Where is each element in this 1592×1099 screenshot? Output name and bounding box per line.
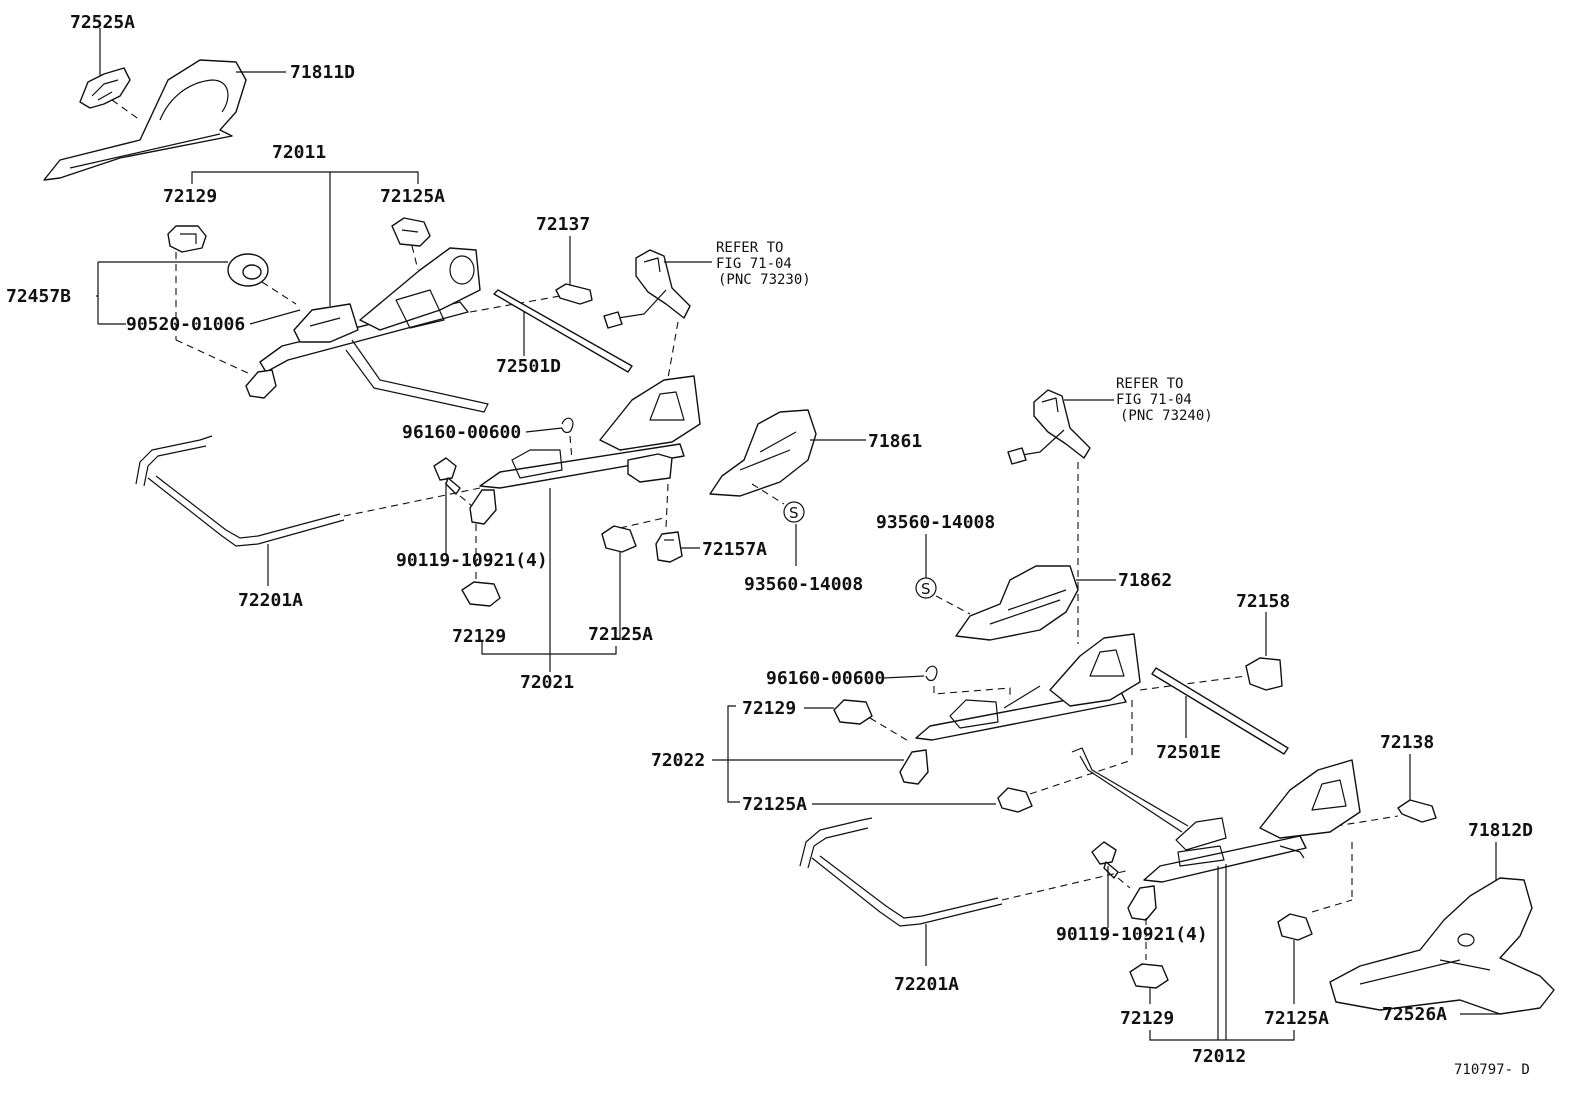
label-72125A-right: 72125A [742,794,807,815]
part-seatbelt-buckle-left [603,249,691,329]
part-72501E-rod [1151,667,1289,755]
label-72011: 72011 [272,142,326,163]
label-72526A: 72526A [1382,1004,1447,1025]
part-seatbelt-buckle-right [1007,389,1091,465]
part-72201A-bar-right [799,817,1003,927]
part-72525A-clip [79,67,131,109]
refer-left-line3: (PNC 73230) [718,272,811,288]
svg-text:S: S [921,580,931,598]
refer-left-line2: FIG 71-04 [716,256,792,272]
symbol-s-left-top: S [783,501,805,523]
part-72125A-right-clip [997,787,1033,813]
label-72158: 72158 [1236,591,1290,612]
label-72022: 72022 [651,750,705,771]
label-71862: 71862 [1118,570,1172,591]
label-72125A-mid: 72125A [588,624,653,645]
refer-right-line2: FIG 71-04 [1116,392,1192,408]
part-72457B-knob [227,253,269,287]
part-96160-clip-left [561,417,574,434]
label-71812D: 71812D [1468,820,1533,841]
part-72012-seat-track [1127,759,1361,921]
part-72125A-mid-clip [601,525,637,553]
label-72125A-bottom: 72125A [1264,1008,1329,1029]
part-72157A-cap [655,531,683,563]
diagram-id: 710797- D [1454,1062,1530,1078]
symbol-s-right: S [915,577,937,599]
part-71861-cover [709,409,817,497]
part-72137-clip [555,283,593,305]
label-72201A-left: 72201A [238,590,303,611]
label-72129-mid: 72129 [452,626,506,647]
label-93560-left: 93560-14008 [744,574,863,595]
part-72021-seat-track [469,375,701,525]
part-72022-seat-track [899,633,1141,785]
part-72129-mid-clip [461,581,501,607]
label-71811D: 71811D [290,62,355,83]
part-72501D-rod [493,289,633,373]
label-71861: 71861 [868,431,922,452]
part-72201A-bar-left [135,435,345,547]
part-72129-bottom-clip [1129,963,1169,989]
part-72129-top-clip [167,225,207,253]
label-72129-top: 72129 [163,186,217,207]
refer-right-line3: (PNC 73240) [1120,408,1213,424]
part-72011-seat-track [245,247,489,413]
label-72201A-right: 72201A [894,974,959,995]
label-93560-right: 93560-14008 [876,512,995,533]
part-72125A-top-clip [391,217,431,247]
label-72525A: 72525A [70,12,135,33]
part-72158-cap [1245,657,1283,691]
label-72125A-top: 72125A [380,186,445,207]
label-72138: 72138 [1380,732,1434,753]
part-90119-bolt-left [433,457,461,495]
part-71812D-cover [1329,877,1555,1015]
part-71811D-cover [43,59,247,181]
label-72129-right: 72129 [742,698,796,719]
part-72138-clip [1397,799,1437,823]
part-72129-right-clip [833,699,873,725]
label-96160-left: 96160-00600 [402,422,521,443]
refer-left-line1: REFER TO [716,240,783,256]
svg-text:S: S [789,504,799,522]
label-96160-right: 96160-00600 [766,668,885,689]
label-72501E: 72501E [1156,742,1221,763]
label-72157A: 72157A [702,539,767,560]
part-71862-cover [955,565,1079,641]
label-72129-bottom: 72129 [1120,1008,1174,1029]
label-90119-right: 90119-10921(4) [1056,924,1208,945]
label-72457B: 72457B [6,286,71,307]
part-90119-bolt-right [1091,841,1119,879]
label-90119-left: 90119-10921(4) [396,550,548,571]
refer-right-line1: REFER TO [1116,376,1183,392]
label-72021: 72021 [520,672,574,693]
label-72012: 72012 [1192,1046,1246,1067]
part-72125A-bottom-clip [1277,913,1313,941]
part-lever-rod-right [1071,747,1189,833]
label-72137: 72137 [536,214,590,235]
label-72501D: 72501D [496,356,561,377]
label-90520-01006: 90520-01006 [126,314,245,335]
part-96160-clip-right [925,665,938,682]
